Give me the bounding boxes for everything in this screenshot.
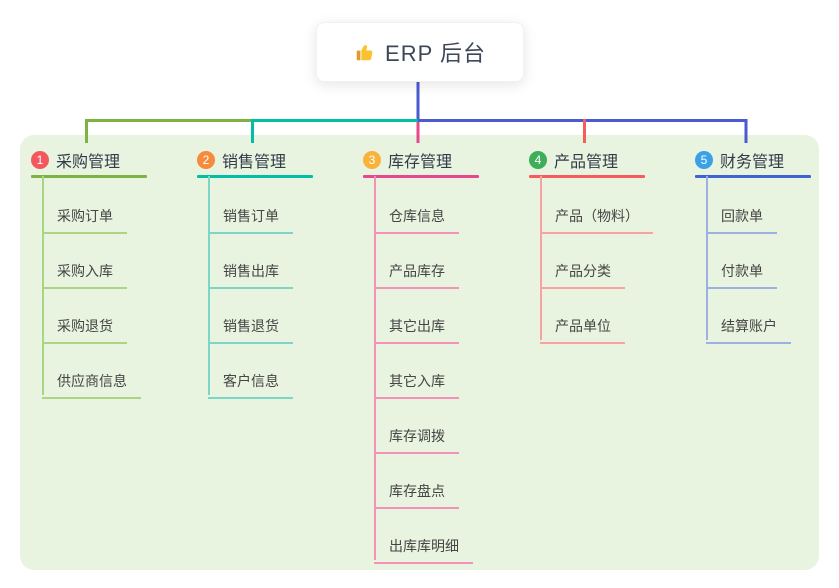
child-node[interactable]: 客户信息 [208, 365, 293, 399]
branch-underline [197, 175, 313, 178]
branch-underline [363, 175, 479, 178]
child-node[interactable]: 库存调拨 [374, 420, 459, 454]
child-node[interactable]: 产品分类 [540, 255, 625, 289]
child-node[interactable]: 销售出库 [208, 255, 293, 289]
child-node[interactable]: 产品单位 [540, 310, 625, 344]
branch-number-badge: 3 [363, 151, 381, 169]
branch-underline [529, 175, 645, 178]
child-node[interactable]: 产品库存 [374, 255, 459, 289]
child-node[interactable]: 采购订单 [42, 200, 127, 234]
child-node[interactable]: 销售退货 [208, 310, 293, 344]
child-node[interactable]: 供应商信息 [42, 365, 141, 399]
branch-panel-background [20, 135, 819, 570]
child-node[interactable]: 库存盘点 [374, 475, 459, 509]
branch-header[interactable]: 1 采购管理 [31, 147, 191, 173]
child-node[interactable]: 其它出库 [374, 310, 459, 344]
branch-header[interactable]: 2 销售管理 [197, 147, 357, 173]
child-spine [706, 176, 708, 340]
branch-label: 库存管理 [388, 154, 453, 171]
child-spine [42, 176, 44, 395]
branch-label: 产品管理 [554, 154, 619, 171]
branch-sales: 2 销售管理 销售订单 销售出库 销售退货 客户信息 [197, 147, 357, 399]
branch-purchase: 1 采购管理 采购订单 采购入库 采购退货 供应商信息 [31, 147, 191, 399]
connector-lines [85, 80, 748, 143]
child-node[interactable]: 采购退货 [42, 310, 127, 344]
thumbs-up-icon [356, 45, 373, 61]
branch-number-badge: 2 [197, 151, 215, 169]
child-node[interactable]: 回款单 [706, 200, 777, 234]
child-node[interactable]: 出库库明细 [374, 530, 473, 564]
branch-header[interactable]: 3 库存管理 [363, 147, 523, 173]
branch-number-badge: 4 [529, 151, 547, 169]
branch-product: 4 产品管理 产品（物料） 产品分类 产品单位 [529, 147, 689, 344]
branch-number-badge: 1 [31, 151, 49, 169]
branch-underline [695, 175, 811, 178]
child-node[interactable]: 产品（物料） [540, 200, 653, 234]
branch-finance: 5 财务管理 回款单 付款单 结算账户 [695, 147, 839, 344]
branch-underline [31, 175, 147, 178]
branch-number-badge: 5 [695, 151, 713, 169]
child-spine [374, 176, 376, 560]
branch-label: 销售管理 [222, 154, 287, 171]
root-title: ERP 后台 [385, 41, 486, 66]
child-node[interactable]: 其它入库 [374, 365, 459, 399]
branch-label: 财务管理 [720, 154, 785, 171]
child-spine [208, 176, 210, 395]
root-node[interactable]: ERP 后台 [316, 22, 524, 82]
child-spine [540, 176, 542, 340]
child-node[interactable]: 付款单 [706, 255, 777, 289]
child-node[interactable]: 销售订单 [208, 200, 293, 234]
child-node[interactable]: 采购入库 [42, 255, 127, 289]
child-node[interactable]: 结算账户 [706, 310, 791, 344]
child-node[interactable]: 仓库信息 [374, 200, 459, 234]
branch-header[interactable]: 4 产品管理 [529, 147, 689, 173]
branch-inventory: 3 库存管理 仓库信息 产品库存 其它出库 其它入库 库存调拨 库存盘点 出库库… [363, 147, 523, 564]
branch-label: 采购管理 [56, 154, 121, 171]
branch-header[interactable]: 5 财务管理 [695, 147, 839, 173]
